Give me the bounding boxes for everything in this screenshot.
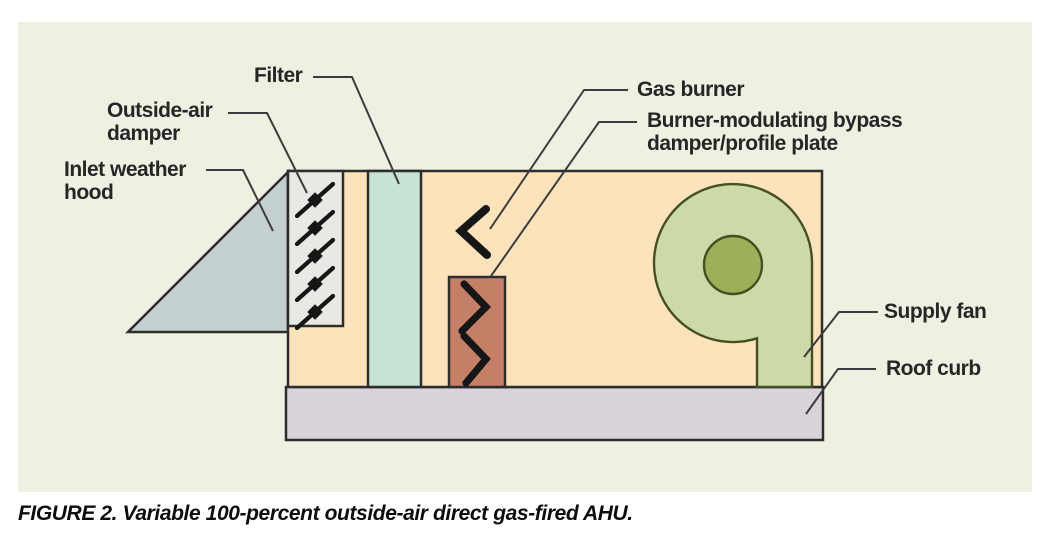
- label-gas-burner: Gas burner: [637, 78, 745, 101]
- label-line: Burner-modulating bypass: [647, 109, 903, 132]
- label-inlet-weather-hood: Inlet weather hood: [64, 158, 186, 204]
- gas-burner-icon: [455, 205, 491, 259]
- leader-line-gas-burner: [489, 89, 628, 230]
- bypass-chevron-icon: [458, 280, 492, 335]
- label-line: hood: [64, 181, 114, 204]
- leader-line-burner-modulating: [490, 121, 637, 277]
- leader-line-outside-air-damper: [228, 112, 308, 194]
- roof-curb-shape: [284, 385, 825, 442]
- leader-line-roof-curb: [805, 368, 876, 415]
- supply-fan-hub: [702, 234, 764, 296]
- label-roof-curb: Roof curb: [886, 357, 981, 380]
- label-line: Inlet weather: [64, 158, 186, 181]
- label-supply-fan: Supply fan: [884, 300, 987, 323]
- leader-lines: [206, 76, 878, 415]
- bypass-chevron-icon: [460, 332, 491, 387]
- figure-caption: FIGURE 2. Variable 100-percent outside-a…: [18, 502, 633, 525]
- leader-line-filter: [313, 76, 400, 185]
- bypass-damper-chevrons: [458, 280, 492, 387]
- damper-blade-pivot: [307, 192, 323, 208]
- damper-blade-pivot: [307, 220, 323, 236]
- label-line: Outside-air: [107, 99, 213, 122]
- label-outside-air-damper: Outside-air damper: [107, 99, 213, 145]
- leader-line-supply-fan: [803, 311, 878, 358]
- filter-section: [366, 169, 423, 389]
- leader-line-inlet-weather-hood: [206, 169, 274, 232]
- outside-air-damper-section: [286, 169, 345, 328]
- label-line: damper: [107, 122, 180, 145]
- label-burner-modulating: Burner-modulating bypass damper/profile …: [647, 109, 903, 155]
- label-filter: Filter: [254, 64, 303, 87]
- label-line: damper/profile plate: [647, 132, 838, 155]
